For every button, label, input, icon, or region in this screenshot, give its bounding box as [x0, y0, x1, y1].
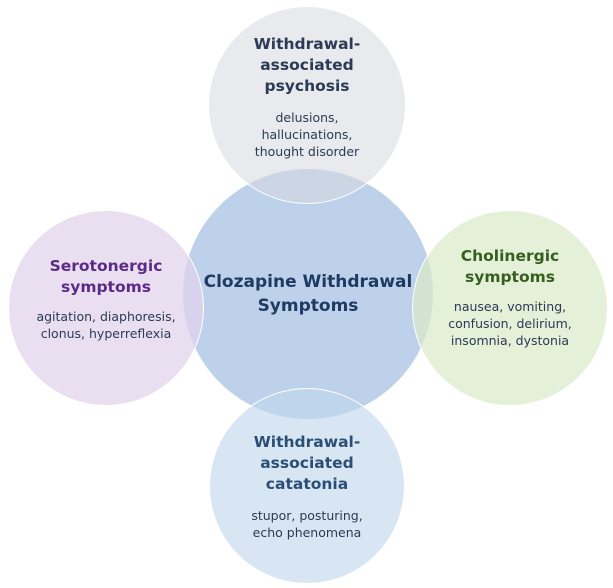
- cholinergic-body-line-3: insomnia, dystonia: [450, 333, 570, 348]
- cholinergic-title-line-2: symptoms: [464, 268, 555, 286]
- psychosis-body: delusions, hallucinations, thought disor…: [208, 109, 406, 160]
- cholinergic-text: Cholinergic symptoms nausea, vomiting, c…: [412, 246, 608, 349]
- psychosis-text: Withdrawal- associated psychosis delusio…: [208, 34, 406, 160]
- catatonia-body-line-1: stupor, posturing,: [251, 508, 363, 523]
- serotonergic-title: Serotonergic symptoms: [8, 256, 204, 298]
- serotonergic-title-line-2: symptoms: [60, 278, 151, 296]
- psychosis-body-line-1: delusions,: [275, 110, 339, 125]
- catatonia-title-line-3: catatonia: [265, 475, 349, 493]
- psychosis-circle: [208, 6, 406, 204]
- cholinergic-title-line-1: Cholinergic: [460, 247, 560, 265]
- psychosis-title: Withdrawal- associated psychosis: [208, 34, 406, 97]
- serotonergic-body-line-2: clonus, hyperreflexia: [40, 326, 172, 341]
- psychosis-title-line-1: Withdrawal-: [253, 35, 361, 53]
- catatonia-circle: [209, 388, 405, 584]
- cholinergic-body-line-1: nausea, vomiting,: [453, 299, 567, 314]
- catatonia-title-line-1: Withdrawal-: [253, 433, 361, 451]
- center-title: Clozapine Withdrawal Symptoms: [182, 270, 434, 318]
- psychosis-title-line-3: psychosis: [264, 77, 350, 95]
- psychosis-body-line-3: thought disorder: [254, 144, 360, 159]
- catatonia-body-line-2: echo phenomena: [252, 525, 362, 540]
- catatonia-body: stupor, posturing, echo phenomena: [209, 507, 405, 541]
- serotonergic-body: agitation, diaphoresis, clonus, hyperref…: [8, 308, 204, 342]
- psychosis-title-line-2: associated: [260, 56, 354, 74]
- serotonergic-circle: [8, 210, 204, 406]
- catatonia-title: Withdrawal- associated catatonia: [209, 432, 405, 495]
- cholinergic-title: Cholinergic symptoms: [412, 246, 608, 288]
- serotonergic-text: Serotonergic symptoms agitation, diaphor…: [8, 256, 204, 342]
- center-circle: [182, 168, 434, 420]
- psychosis-body-line-2: hallucinations,: [261, 127, 353, 142]
- cholinergic-circle: [412, 210, 608, 406]
- catatonia-title-line-2: associated: [260, 454, 354, 472]
- catatonia-text: Withdrawal- associated catatonia stupor,…: [209, 432, 405, 541]
- serotonergic-body-line-1: agitation, diaphoresis,: [36, 309, 176, 324]
- center-text: Clozapine Withdrawal Symptoms: [182, 270, 434, 318]
- serotonergic-title-line-1: Serotonergic: [49, 257, 163, 275]
- center-title-line-1: Clozapine Withdrawal: [203, 272, 413, 292]
- cholinergic-body: nausea, vomiting, confusion, delirium, i…: [412, 298, 608, 349]
- center-title-line-2: Symptoms: [257, 296, 359, 316]
- cholinergic-body-line-2: confusion, delirium,: [448, 316, 572, 331]
